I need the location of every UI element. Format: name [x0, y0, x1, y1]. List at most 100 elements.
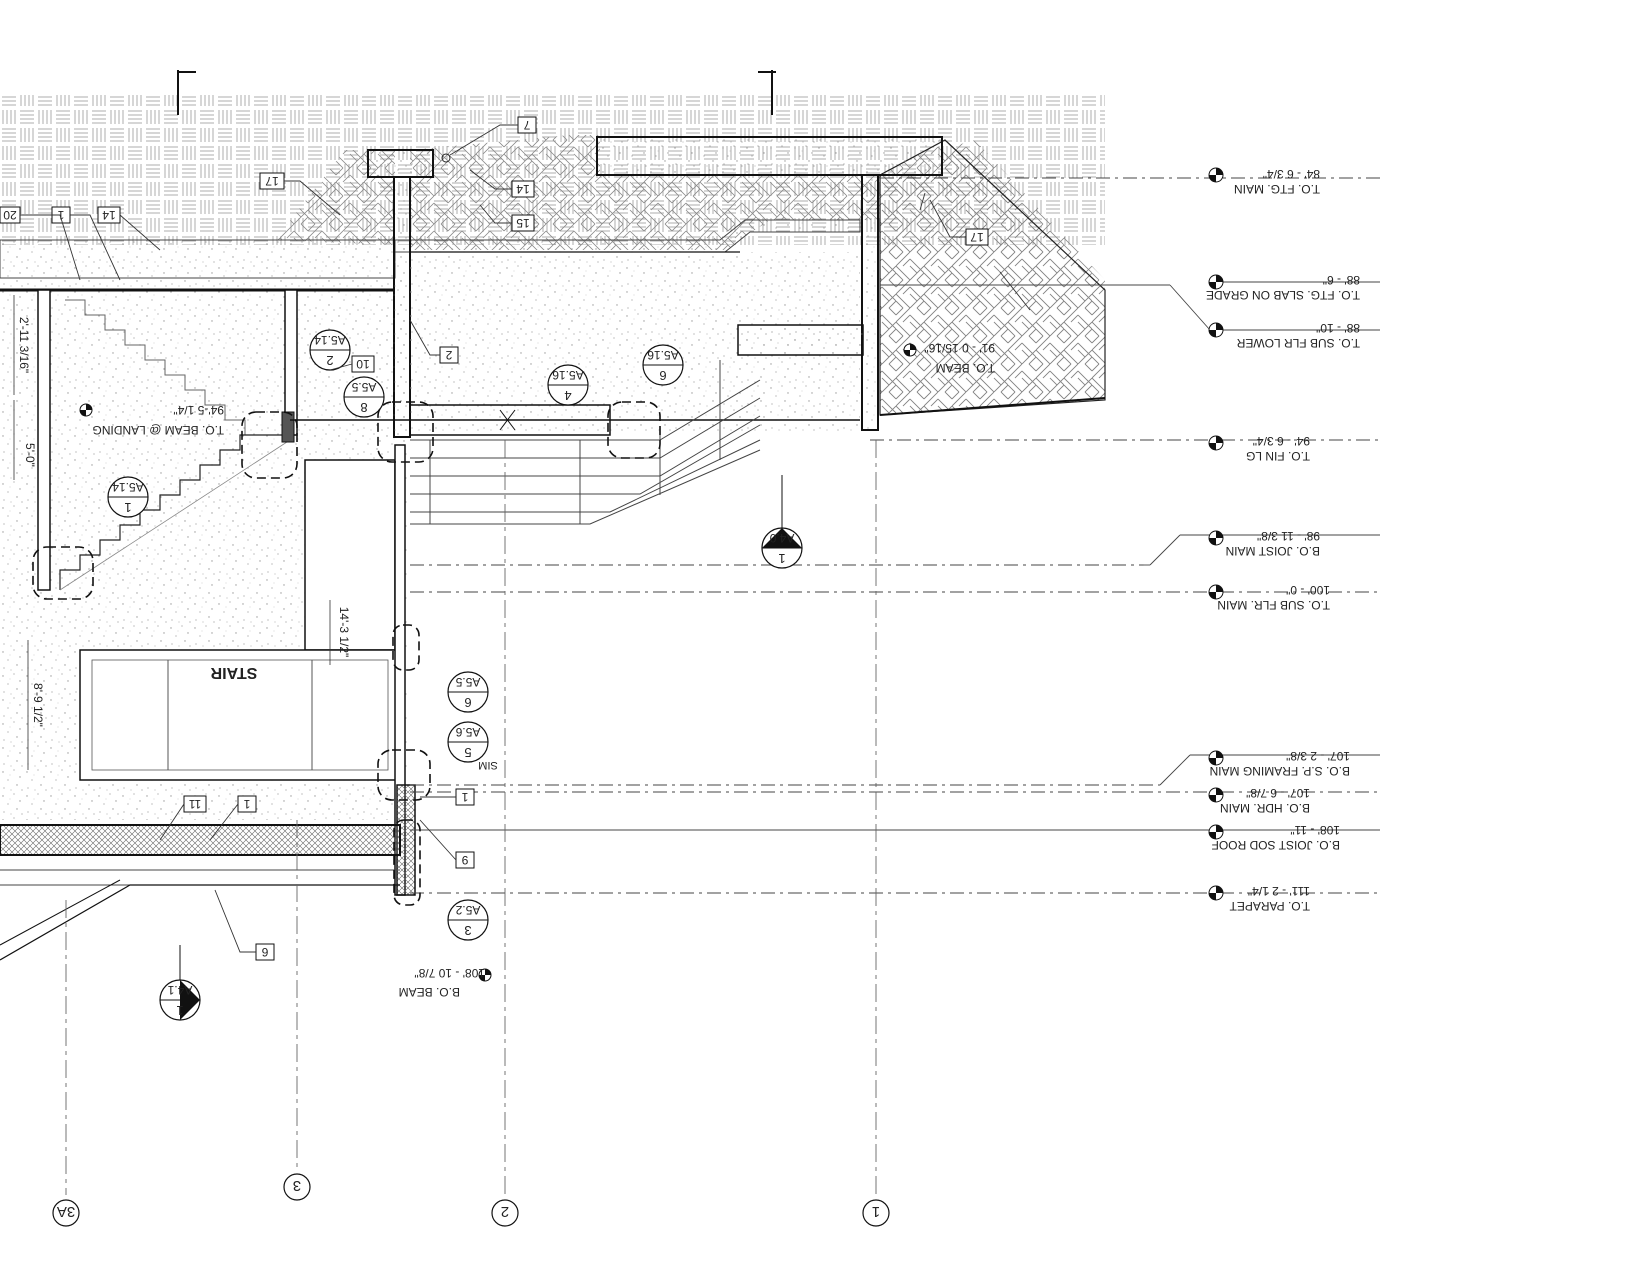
section-marker[interactable]: 1 A4.1 — [159, 945, 201, 1021]
beam-landing — [281, 411, 295, 443]
dimension-label: 8'-9 1/2" — [31, 683, 45, 727]
stair-well — [304, 459, 396, 651]
detail-sheet: A5.5 — [351, 380, 376, 394]
svg-text:10: 10 — [356, 357, 370, 371]
dimensions: 2'-11 3/16" 5'-0" 14'-3 1/2" 8'-9 1/2" — [13, 295, 351, 770]
spot-elevation: B.O. BEAM 108' - 10 7/8" — [399, 966, 492, 999]
spot-elevation: T.O. BEAM 91' - 0 15/16" — [903, 341, 995, 375]
level-marker: B.O. JOIST SOD ROOF 108' - 11" — [1208, 823, 1340, 852]
keynote-tag: 1 — [237, 795, 257, 813]
keynote-tag: 17 — [965, 228, 989, 246]
top-markers — [177, 70, 776, 115]
level-name: T.O. SUB FLR. MAIN — [1217, 598, 1330, 612]
level-elev: 94' - 6 3/4" — [1253, 434, 1310, 448]
grid-bubble-3: 3 — [283, 1173, 311, 1201]
stair-box — [79, 649, 401, 781]
svg-text:6: 6 — [261, 945, 268, 959]
cantilever-beam — [737, 324, 864, 356]
keynote-tag: 10 — [351, 355, 375, 373]
grid-bubble-1: 1 — [862, 1199, 890, 1227]
foundation-wall-right — [861, 174, 879, 431]
detail-num: 6 — [659, 368, 666, 383]
backfill-left — [275, 150, 395, 245]
keynote-tag: 20 — [0, 206, 21, 224]
keynote-tag: 7 — [517, 116, 537, 134]
detail-sheet: A5.2 — [455, 903, 480, 917]
svg-text:2: 2 — [445, 348, 452, 362]
level-name: T.O. FTG. SLAB ON GRADE — [1206, 288, 1360, 302]
detail-sheet: A5.6 — [455, 725, 480, 739]
drain-icon — [441, 153, 451, 163]
ground-line — [879, 397, 1106, 416]
svg-text:14: 14 — [516, 182, 530, 196]
keynote-tag: 17 — [259, 172, 285, 190]
detail-callout[interactable]: 4 A5.16 — [547, 364, 589, 406]
gravel-band — [0, 239, 396, 279]
detail-callout[interactable]: 2 A5.14 — [309, 329, 351, 371]
railing — [410, 360, 761, 525]
detail-sheet: A5.5 — [455, 675, 480, 689]
section-sheet: A4.1 — [167, 983, 192, 997]
level-elev: 107' - 6 7/8" — [1246, 786, 1310, 800]
level-name: T.O. FTG. MAIN — [1234, 182, 1320, 196]
svg-text:14: 14 — [102, 208, 116, 222]
level-marker: T.O. SUB FLR. MAIN 100' - 0" — [1208, 583, 1330, 612]
svg-text:15: 15 — [516, 216, 530, 230]
level-name: T.O. PARAPET — [1229, 899, 1310, 913]
footing-left — [367, 149, 434, 178]
keynote-tag: 14 — [511, 180, 535, 198]
detail-callout[interactable]: 1 A5.14 — [107, 476, 149, 518]
detail-num: 3 — [464, 923, 471, 938]
section-sheet: A4.0 — [769, 531, 794, 545]
level-elev: 111' - 2 1/4" — [1248, 884, 1310, 898]
keynote-tag: 11 — [183, 795, 207, 813]
level-marker: B.O. HDR. MAIN 107' - 6 7/8" — [1208, 786, 1310, 815]
level-elev: 108' - 11" — [1290, 823, 1340, 837]
section-num: 1 — [778, 551, 785, 566]
level-elev: 88' - 6" — [1323, 273, 1360, 287]
beam-bay-1-x2 — [499, 409, 516, 431]
spot-elevation: T.O. BEAM @ LANDING 94'-5 1/4" — [79, 403, 224, 437]
detail-callout[interactable]: 5 A5.6 — [447, 721, 489, 763]
spot-elev: 94'-5 1/4" — [173, 403, 224, 417]
svg-text:11: 11 — [188, 797, 201, 811]
level-name: B.O. JOIST SOD ROOF — [1212, 838, 1340, 852]
level-marker: T.O. FIN LG 94' - 6 3/4" — [1208, 434, 1310, 463]
detail-callout[interactable]: 6 A5.5 — [447, 671, 489, 713]
svg-text:20: 20 — [3, 208, 17, 222]
svg-text:1: 1 — [461, 790, 468, 804]
grid-lines — [65, 440, 877, 1195]
detail-num: 8 — [360, 400, 367, 415]
roof-slope — [0, 884, 400, 961]
level-marker: T.O. SUB FLR LOWER 88' - 10" — [1208, 321, 1360, 350]
stair-lower — [59, 434, 285, 590]
level-elev: 107' - 2 3/8" — [1286, 749, 1350, 763]
dimension-label: 5'-0" — [23, 443, 37, 467]
spot-elev: 108' - 10 7/8" — [414, 966, 485, 980]
stair-label: STAIR — [210, 664, 257, 681]
keynote-tag: 15 — [511, 214, 535, 232]
keynotes: 7 17 14 15 20 1 14 17 2 10 11 1 1 9 6 — [0, 116, 989, 961]
keynote-tag: 2 — [439, 346, 459, 364]
detail-callout[interactable]: 6 A5.16 — [642, 344, 684, 386]
leader-lines — [20, 124, 1031, 953]
keynote-tag: 6 — [255, 943, 275, 961]
level-name: B.O. JOIST MAIN — [1226, 544, 1320, 558]
grid-bubble-2: 2 — [491, 1199, 519, 1227]
detail-callout[interactable]: 8 A5.5 — [343, 376, 385, 418]
sod-roof-layer — [0, 824, 401, 856]
level-name: T.O. SUB FLR LOWER — [1236, 336, 1360, 350]
grid-label-1: 1 — [872, 1203, 880, 1220]
detail-callout[interactable]: 3 A5.2 — [447, 899, 489, 941]
grid-label-3: 3 — [293, 1177, 301, 1194]
roof-slope-2 — [0, 879, 121, 946]
level-marker: T.O. PARAPET 111' - 2 1/4" — [1208, 884, 1310, 913]
keynote-tag: 14 — [97, 206, 121, 224]
level-marker: T.O. FTG. SLAB ON GRADE 88' - 6" — [1206, 273, 1360, 302]
level-name: B.O. HDR. MAIN — [1220, 801, 1310, 815]
detail-sheet: A5.14 — [314, 333, 346, 347]
section-marker[interactable]: 1 A4.0 — [761, 475, 803, 569]
svg-text:1: 1 — [243, 797, 250, 811]
detail-num: 1 — [124, 500, 131, 515]
